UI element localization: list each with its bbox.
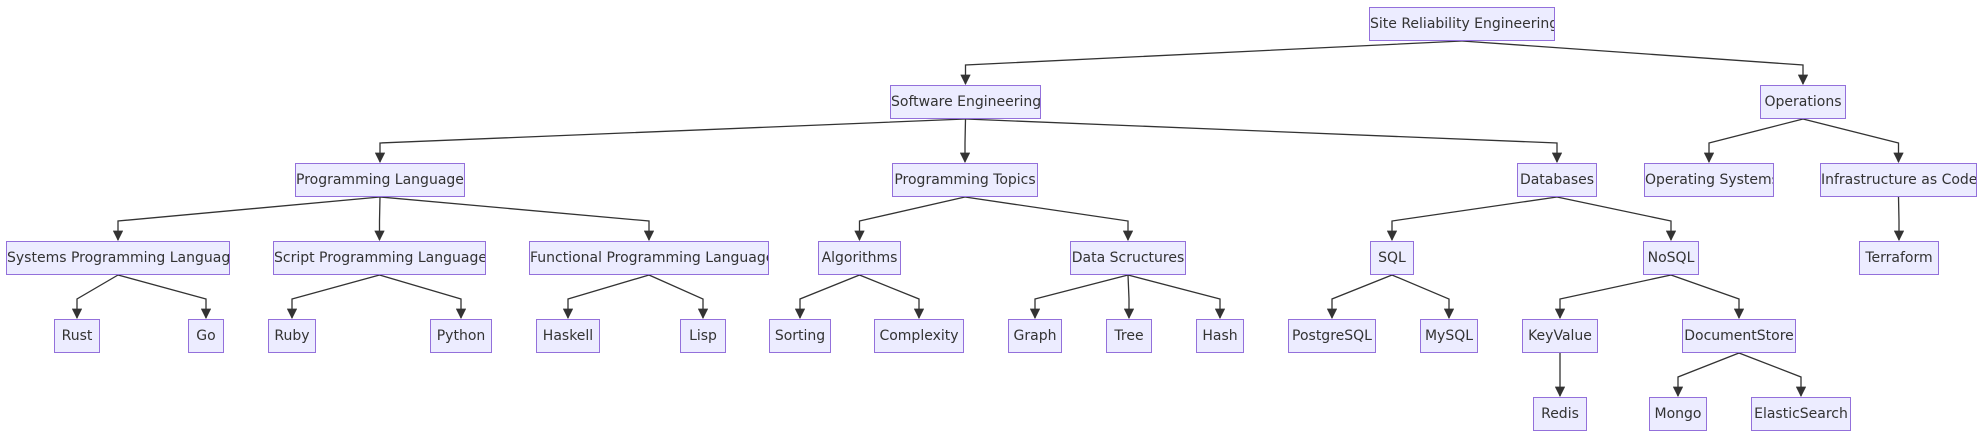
- node-tree: Tree: [1106, 319, 1152, 353]
- node-software-engineering: Software Engineering: [890, 85, 1041, 119]
- edge-nosql-to-documentstore: [1670, 274, 1745, 320]
- edge-algorithms-to-sorting: [794, 274, 860, 320]
- node-keyvalue: KeyValue: [1522, 319, 1598, 353]
- node-graph: Graph: [1008, 319, 1062, 353]
- edge-funclang-to-lisp: [648, 274, 709, 320]
- edge-datastruct-to-graph: [1029, 274, 1129, 320]
- node-programming-languages: Programming Languages: [295, 163, 465, 197]
- edge-documentstore-to-elasticsearch: [1738, 352, 1807, 398]
- edge-sre-to-ops: [1461, 40, 1809, 86]
- node-go: Go: [188, 319, 224, 353]
- node-lisp: Lisp: [680, 319, 726, 353]
- node-algorithms: Algorithms: [818, 241, 901, 275]
- edge-softeng-to-proglang: [374, 118, 966, 164]
- node-postgresql: PostgreSQL: [1288, 319, 1376, 353]
- edge-sql-to-mysql: [1391, 274, 1455, 320]
- node-operating-systems: Operating Systems: [1644, 163, 1774, 197]
- node-hash: Hash: [1196, 319, 1244, 353]
- edge-documentstore-to-mongo: [1672, 352, 1740, 398]
- node-sorting: Sorting: [769, 319, 831, 353]
- edge-databases-to-nosql: [1556, 196, 1677, 242]
- node-terraform: Terraform: [1859, 241, 1939, 275]
- node-script-programming-languages: Script Programming Languages: [273, 241, 486, 275]
- edge-ops-to-opsys: [1703, 118, 1804, 164]
- node-data-scructures: Data Scructures: [1070, 241, 1186, 275]
- node-haskell: Haskell: [536, 319, 600, 353]
- node-mongo: Mongo: [1649, 397, 1707, 431]
- node-functional-programming-languages: Functional Programming Languages: [529, 241, 769, 275]
- edge-progtopics-to-datastruct: [964, 196, 1134, 242]
- edge-sql-to-postgresql: [1326, 274, 1393, 320]
- node-mysql: MySQL: [1420, 319, 1478, 353]
- node-rust: Rust: [54, 319, 100, 353]
- node-site-reliability-engineering: Site Reliability Engineering: [1369, 7, 1555, 41]
- edge-softeng-to-databases: [965, 118, 1563, 164]
- edge-algorithms-to-complexity: [859, 274, 925, 320]
- node-operations: Operations: [1760, 85, 1846, 119]
- edge-syslang-to-go: [117, 274, 212, 320]
- edge-funclang-to-haskell: [562, 274, 650, 320]
- edge-databases-to-sql: [1386, 196, 1558, 242]
- edge-syslang-to-rust: [71, 274, 119, 320]
- node-programming-topics: Programming Topics: [892, 163, 1038, 197]
- node-sql: SQL: [1370, 241, 1414, 275]
- edge-datastruct-to-hash: [1127, 274, 1226, 320]
- edge-scriptlang-to-ruby: [286, 274, 380, 320]
- edge-proglang-to-syslang: [112, 196, 381, 242]
- node-documentstore: DocumentStore: [1682, 319, 1796, 353]
- edge-softeng-to-progtopics: [959, 118, 971, 164]
- node-ruby: Ruby: [268, 319, 316, 353]
- edge-nosql-to-keyvalue: [1554, 274, 1672, 320]
- node-infrastructure-as-code: Infrastructure as Code: [1820, 163, 1977, 197]
- node-elasticsearch: ElasticSearch: [1751, 397, 1851, 431]
- edge-datastruct-to-tree: [1123, 274, 1135, 320]
- node-systems-programming-languages: Systems Programming Languages: [6, 241, 230, 275]
- node-redis: Redis: [1533, 397, 1587, 431]
- node-complexity: Complexity: [874, 319, 964, 353]
- edge-proglang-to-scriptlang: [374, 196, 385, 242]
- edge-ops-to-iac: [1802, 118, 1904, 164]
- edge-proglang-to-funclang: [379, 196, 655, 242]
- node-python: Python: [430, 319, 492, 353]
- edge-progtopics-to-algorithms: [854, 196, 966, 242]
- node-databases: Databases: [1517, 163, 1597, 197]
- edge-sre-to-softeng: [960, 40, 1463, 86]
- edge-scriptlang-to-python: [379, 274, 467, 320]
- node-nosql: NoSQL: [1643, 241, 1699, 275]
- edge-iac-to-terraform: [1893, 196, 1905, 242]
